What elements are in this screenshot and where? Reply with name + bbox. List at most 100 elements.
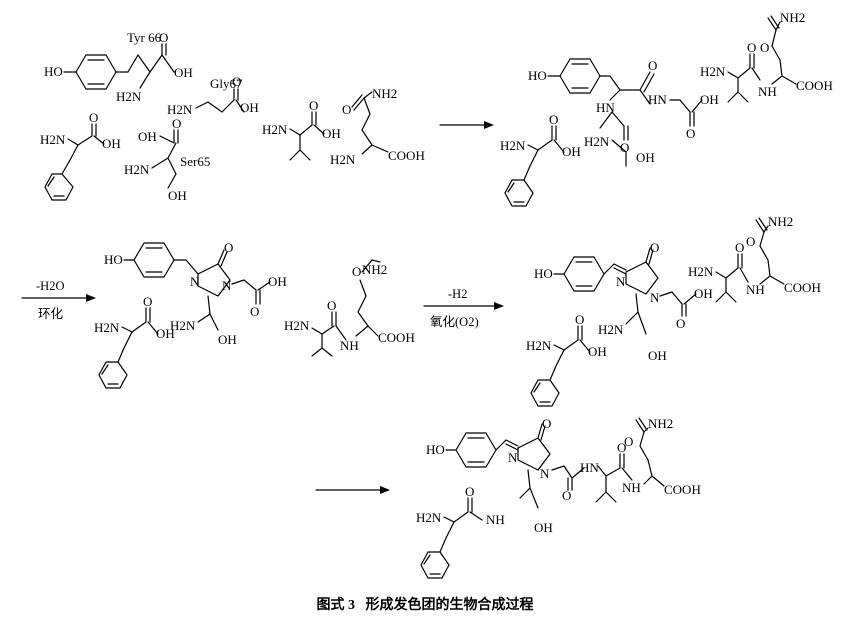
x-oh1: OH [694,286,713,301]
gln1-nh2: NH2 [372,86,397,101]
p1-hn2: HN [648,92,667,107]
f-cooh: COOH [664,482,701,497]
f-hn1: HN [580,460,599,475]
vg-n: NH [340,338,359,353]
x-n1: N [616,274,626,289]
p1-n1: NH [758,84,777,99]
p1-o5: O [747,40,756,55]
f-hn2: NH [486,512,505,527]
tyr-o: O [159,30,168,45]
condition-oxidation: 氧化(O2) [430,315,479,329]
peptide-product: HO O HN HN O OH O H2N OH H2N O [500,10,833,207]
c-oh1: OH [268,274,287,289]
f-n3: NH [622,480,641,495]
p1-o6: O [760,40,769,55]
valine-molecule: H2N O OH [262,98,341,161]
f-n2: N [540,466,550,481]
c-o3: O [143,294,152,309]
vg-o1: O [352,264,361,279]
p1-h2n3: H2N [700,64,726,79]
f-o2: O [562,488,571,503]
ser-ho: OH [138,129,157,144]
p1-ho: HO [528,68,547,83]
x-n2: N [650,290,660,305]
gly-o: O [232,74,241,89]
condition-dehydrogenation: -H2 [448,287,467,301]
gly-oh: OH [240,100,259,115]
phenylalanine-molecule: H2N O OH [40,110,121,201]
x-oh2: OH [648,348,667,363]
gly-h2n: H2N [167,102,193,117]
reaction-arrow-3: -H2 氧化(O2) [423,287,504,329]
x-ho: HO [534,266,553,281]
condition-cyclization: 环化 [38,307,64,321]
x-o3: O [575,312,584,327]
p1-h2n1: H2N [584,134,610,149]
f-o4: O [624,434,633,449]
p1-o2: O [686,126,695,141]
c-oh3: OH [156,326,175,341]
p1-oh3: OH [562,144,581,159]
x-nh2: NH2 [768,214,793,229]
f-o1: O [542,416,551,431]
cyclized-intermediate: HO O N N O OH H2N OH H2N O OH [94,240,287,389]
glutamine-molecule: O NH2 COOH H2N [330,86,425,167]
tyrosine-molecule: HO O OH H2N Tyr 66 [44,30,193,104]
f-ho: HO [426,442,445,457]
vg-h2n: H2N [284,318,310,333]
gln1-o: O [342,102,351,117]
gly-label: Gly67 [210,76,243,91]
phe1-h2n: H2N [40,132,66,147]
gln1-cooh: COOH [388,148,425,163]
f-nh2: NH2 [648,416,673,431]
c-n1: N [190,274,200,289]
p1-nh2: NH2 [780,10,805,25]
caption-title: 形成发色团的生物合成过程 [365,598,534,613]
glycine-molecule: H2N O OH Gly67 [167,74,259,117]
x-o4: O [735,240,744,255]
tyr-h2n: H2N [116,89,142,104]
f-o3: O [617,440,626,455]
p1-oh1: OH [700,92,719,107]
f-n1: N [508,450,518,465]
val-gln-dipeptide: O NH2 COOH NH O H2N [284,259,415,357]
c-oh2: OH [218,332,237,347]
c-o1: O [224,240,233,255]
condition-dehydration: -H2O [36,279,64,293]
gln1-h2n: H2N [330,152,356,167]
x-o1: O [650,240,659,255]
tyr-ho: HO [44,64,63,79]
p1-cooh: COOH [796,78,833,93]
p1-oh2: OH [636,150,655,165]
ser-o: O [172,116,181,131]
c-h2n2: H2N [94,320,120,335]
c-h2n1: H2N [170,318,196,333]
x-h2n3: H2N [688,264,714,279]
reaction-arrow-4 [315,486,390,494]
phe1-oh: OH [102,136,121,151]
x-o5: O [746,234,755,249]
phe1-o: O [89,110,98,125]
p1-o4: O [549,112,558,127]
ser-oh: OH [168,188,187,203]
x-h2n1: H2N [598,322,624,337]
tyr-oh: OH [174,65,193,80]
caption-figure-number: 图式 3 [316,598,356,613]
x-n3: NH [746,282,765,297]
c-o2: O [250,304,259,319]
figure-caption: 图式 3 形成发色团的生物合成过程 [0,594,850,614]
ser-label: Ser65 [180,154,210,169]
tyr-label: Tyr 66 [127,30,162,45]
x-h2n2: H2N [526,338,552,353]
c-n2: N [222,278,232,293]
f-o5: O [465,484,474,499]
ser-h2n: H2N [124,162,150,177]
val1-o: O [309,98,318,113]
x-cooh: COOH [784,280,821,295]
p1-hn1: HN [596,100,615,115]
x-oh3: OH [588,344,607,359]
vg-nh2: NH2 [362,262,387,277]
vg-cooh: COOH [378,330,415,345]
val1-h2n: H2N [262,122,288,137]
